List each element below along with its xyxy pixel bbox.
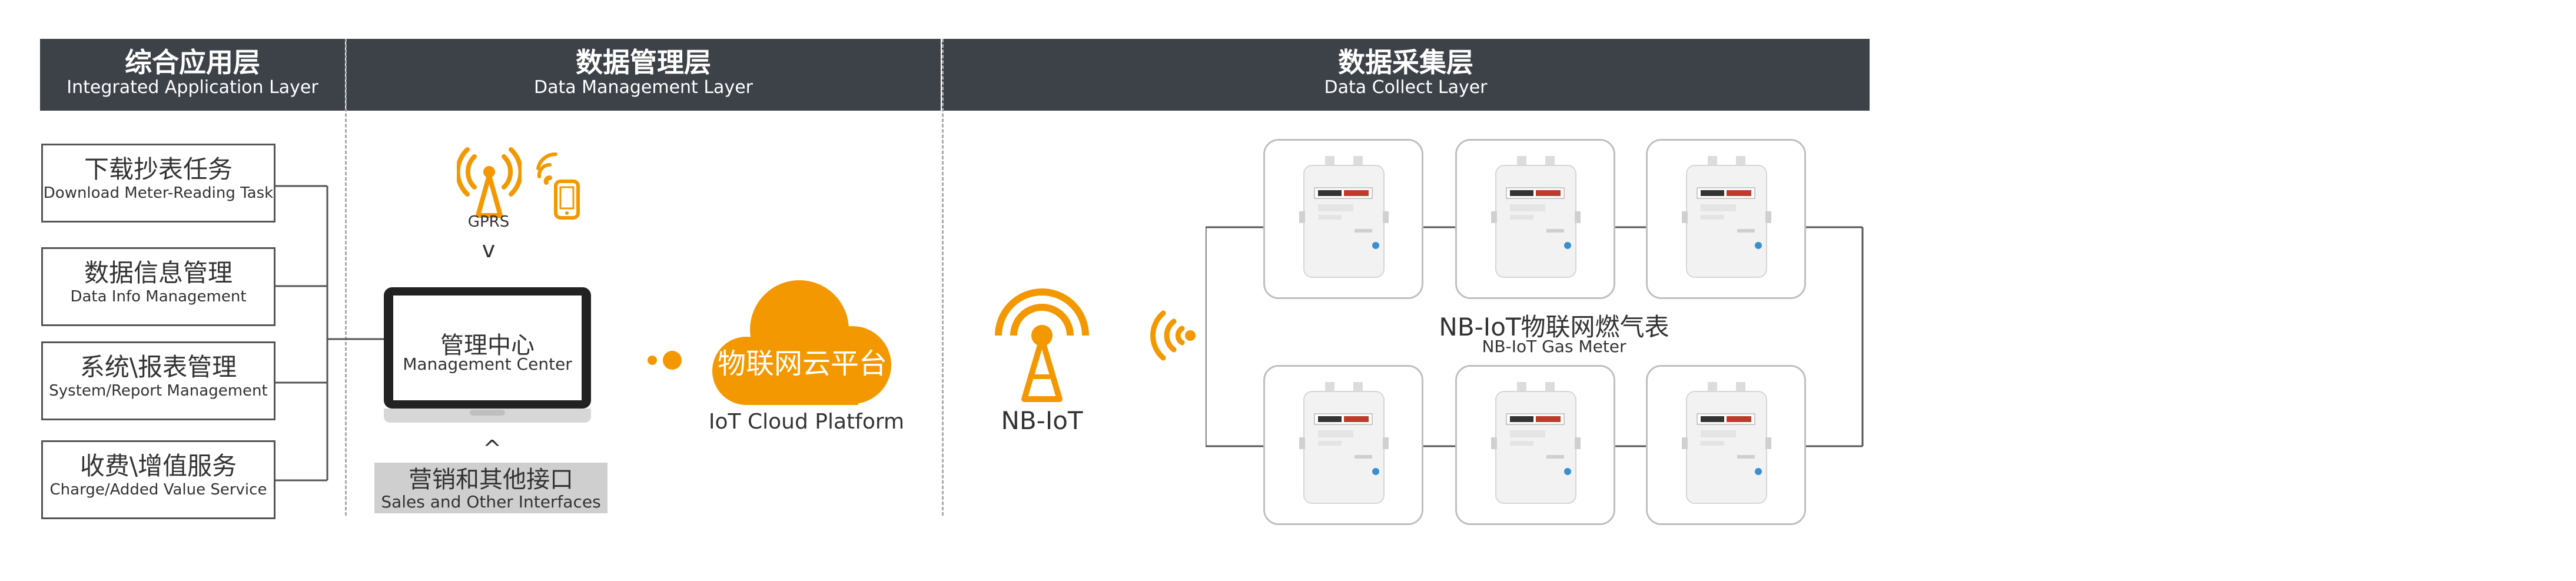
management-center-cn: 管理中心 [440, 332, 535, 359]
header-mgmt-subtitle: Data Management Layer [534, 77, 753, 98]
header-data-collect: 数据采集层 Data Collect Layer [942, 39, 1870, 111]
gas-meter-icon [1491, 156, 1581, 278]
header-app-subtitle: Integrated Application Layer [67, 77, 318, 98]
arrow-up: ^ [483, 436, 502, 462]
header-collect-title: 数据采集层 [1338, 47, 1473, 78]
sales-interfaces-en: Sales and Other Interfaces [381, 492, 601, 512]
header-mgmt-title: 数据管理层 [576, 47, 711, 78]
nbiot-tower-icon [995, 288, 1089, 406]
gas-meter-card [1263, 365, 1423, 525]
gas-meter-icon [1682, 382, 1771, 504]
header-data-management: 数据管理层 Data Management Layer [346, 39, 941, 111]
gas-meter-card [1455, 139, 1615, 299]
header-integrated-application: 综合应用层 Integrated Application Layer [40, 39, 345, 111]
gas-meter-card [1455, 365, 1615, 525]
service-download-task: 下载抄表任务 Download Meter-Reading Task [41, 144, 275, 223]
service-label-cn: 收费\增值服务 [79, 451, 237, 480]
service-label-cn: 数据信息管理 [84, 258, 233, 287]
mobile-phone-icon [536, 152, 580, 220]
gas-meter-icon [1299, 382, 1389, 504]
service-system-report: 系统\报表管理 System/Report Management [41, 341, 275, 420]
gas-meter-card [1646, 365, 1806, 525]
service-label-en: System/Report Management [49, 382, 268, 400]
service-label-cn: 下载抄表任务 [84, 155, 233, 184]
gas-meter-label-cn: NB-IoT物联网燃气表 [1439, 313, 1669, 341]
management-center-en: Management Center [403, 354, 572, 374]
nbiot-label: NB-IoT [1001, 406, 1083, 435]
signal-waves-icon [1150, 310, 1196, 361]
header-app-title: 综合应用层 [125, 47, 260, 78]
service-label-en: Data Info Management [70, 288, 247, 306]
sales-interfaces-box: 营销和其他接口 Sales and Other Interfaces [374, 463, 608, 513]
header-collect-subtitle: Data Collect Layer [1324, 77, 1488, 98]
gas-meter-icon [1299, 156, 1389, 278]
section-divider [345, 39, 347, 516]
service-charge-value: 收费\增值服务 Charge/Added Value Service [41, 440, 275, 519]
sales-interfaces-cn: 营销和其他接口 [409, 466, 573, 493]
gas-meter-card [1263, 139, 1423, 299]
gas-meter-card [1646, 139, 1806, 299]
services-connector [274, 185, 390, 482]
laptop-icon [384, 287, 591, 423]
connector-dots [648, 351, 682, 370]
gas-meter-label-en: NB-IoT Gas Meter [1482, 337, 1626, 356]
arrow-down: v [482, 237, 496, 263]
gas-meter-icon [1491, 382, 1581, 504]
cloud-platform-en: IoT Cloud Platform [708, 410, 905, 434]
cloud-platform-cn: 物联网云平台 [717, 347, 887, 380]
gas-meter-icon [1682, 156, 1771, 278]
section-divider [942, 39, 944, 516]
meter-connector-lines [1206, 226, 1864, 447]
service-label-cn: 系统\报表管理 [79, 353, 237, 381]
service-label-en: Charge/Added Value Service [49, 481, 267, 499]
service-data-info: 数据信息管理 Data Info Management [41, 247, 275, 326]
gprs-antenna-icon [457, 147, 522, 218]
gprs-label: GPRS [467, 213, 510, 231]
service-label-en: Download Meter-Reading Task [43, 184, 274, 202]
cloud-icon [712, 280, 891, 405]
